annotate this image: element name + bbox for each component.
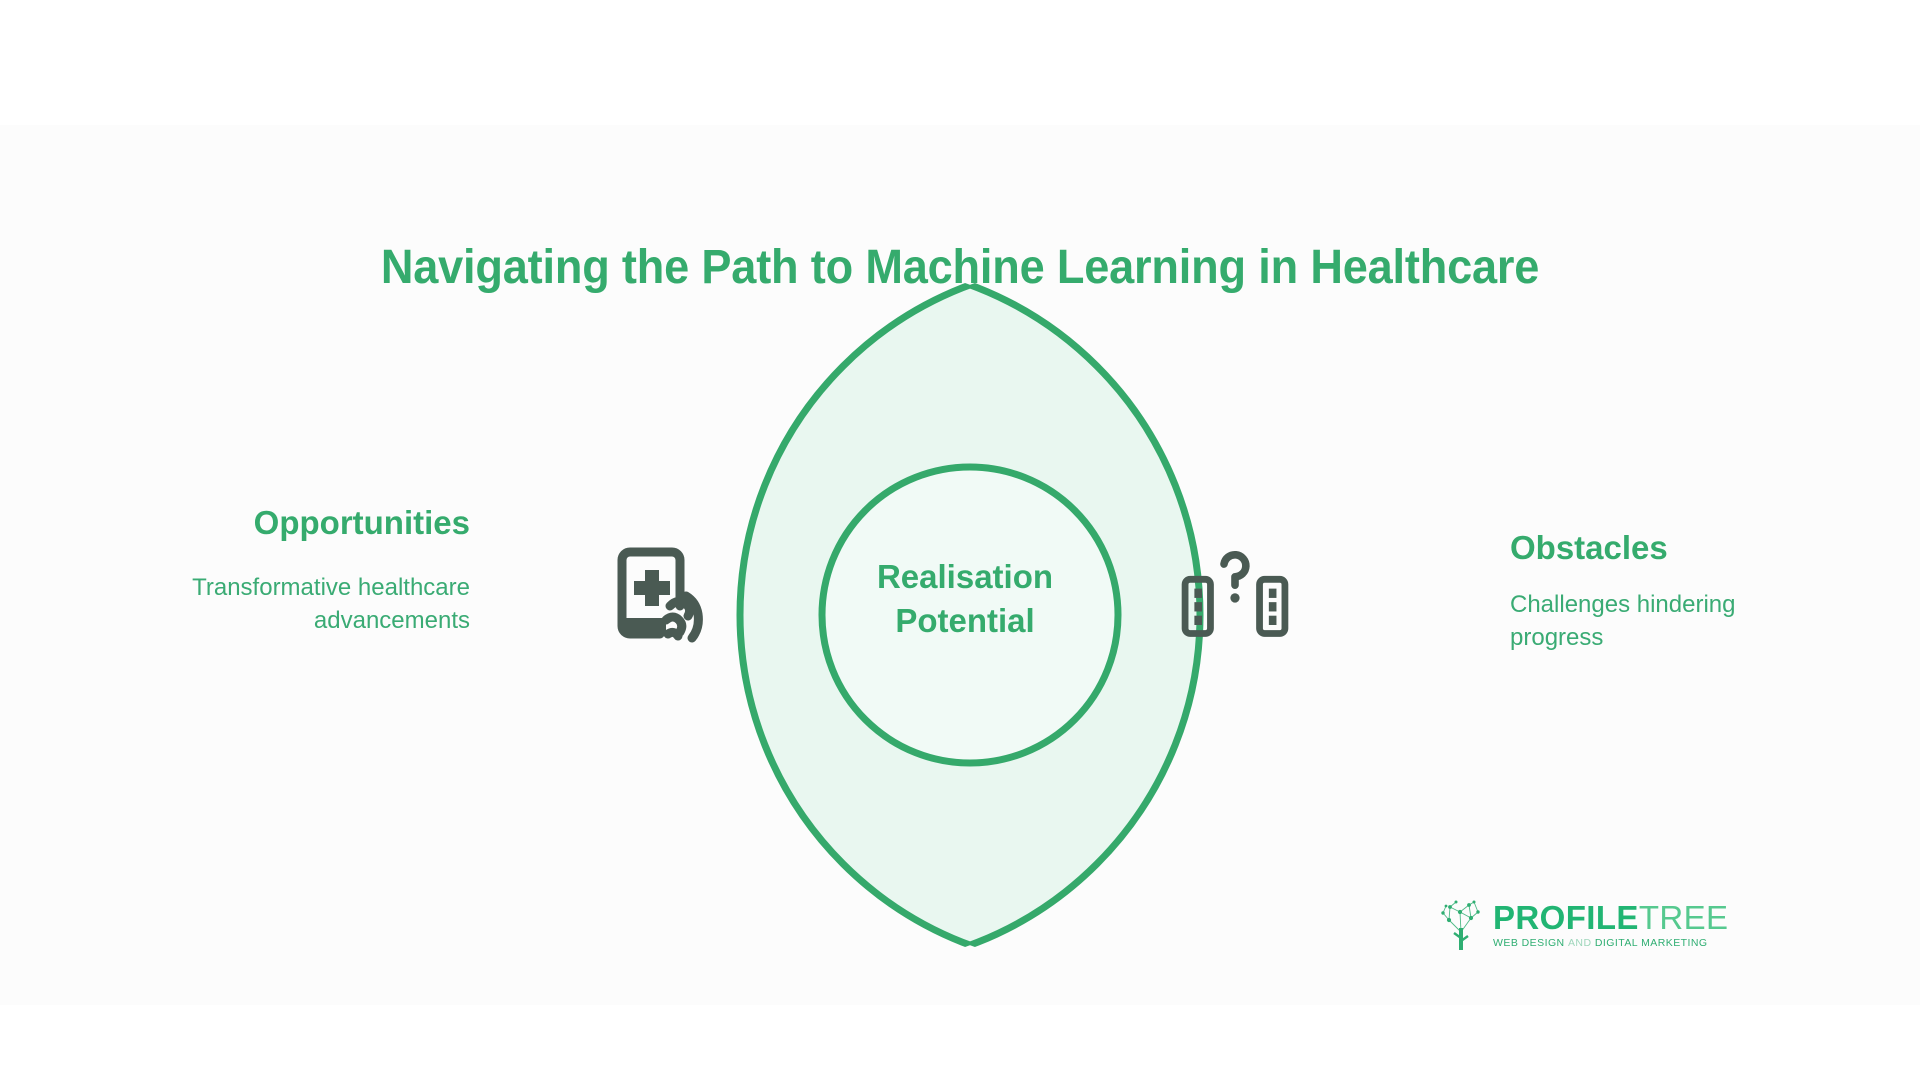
- profiletree-logo: PROFILETREE WEB DESIGN AND DIGITAL MARKE…: [1438, 898, 1728, 952]
- lens-outline-right-arc: [736, 263, 1200, 967]
- medical-tablet-hand-icon: [608, 540, 718, 650]
- logo-tagline-part-3: DIGITAL MARKETING: [1594, 937, 1708, 950]
- logo-word-profile: PROFILE: [1493, 899, 1639, 937]
- venn-diagram: [380, 263, 1560, 967]
- opportunities-heading: Opportunities: [253, 504, 470, 541]
- logo-wordmark: PROFILETREE: [1493, 901, 1728, 934]
- barrier-left-icon: [1181, 575, 1214, 637]
- opportunities-description: Transformative healthcare advancements: [192, 574, 470, 635]
- logo-tagline-part-1: WEB DESIGN: [1493, 937, 1565, 950]
- question-mark-icon: [1220, 550, 1250, 590]
- logo-tagline-part-2: AND: [1567, 937, 1592, 950]
- lens-outline-left-arc: [740, 263, 1204, 967]
- venn-diagram-svg: [736, 263, 1204, 967]
- center-circle: [818, 463, 1122, 767]
- barrier-right-icon: [1256, 575, 1289, 637]
- obstacles-description: Challenges hindering progress: [1510, 591, 1736, 652]
- logo-tagline: WEB DESIGN AND DIGITAL MARKETING: [1493, 938, 1728, 949]
- logo-word-tree: TREE: [1638, 899, 1729, 937]
- question-barrier-icon: [1180, 537, 1290, 647]
- right-side-block: Obstacles Challenges hindering progress: [1510, 529, 1840, 655]
- medical-cross-icon: [634, 570, 670, 606]
- obstacles-heading: Obstacles: [1510, 529, 1668, 566]
- left-side-block: Opportunities Transformative healthcare …: [140, 504, 470, 638]
- profiletree-network-tree-icon: [1438, 898, 1484, 952]
